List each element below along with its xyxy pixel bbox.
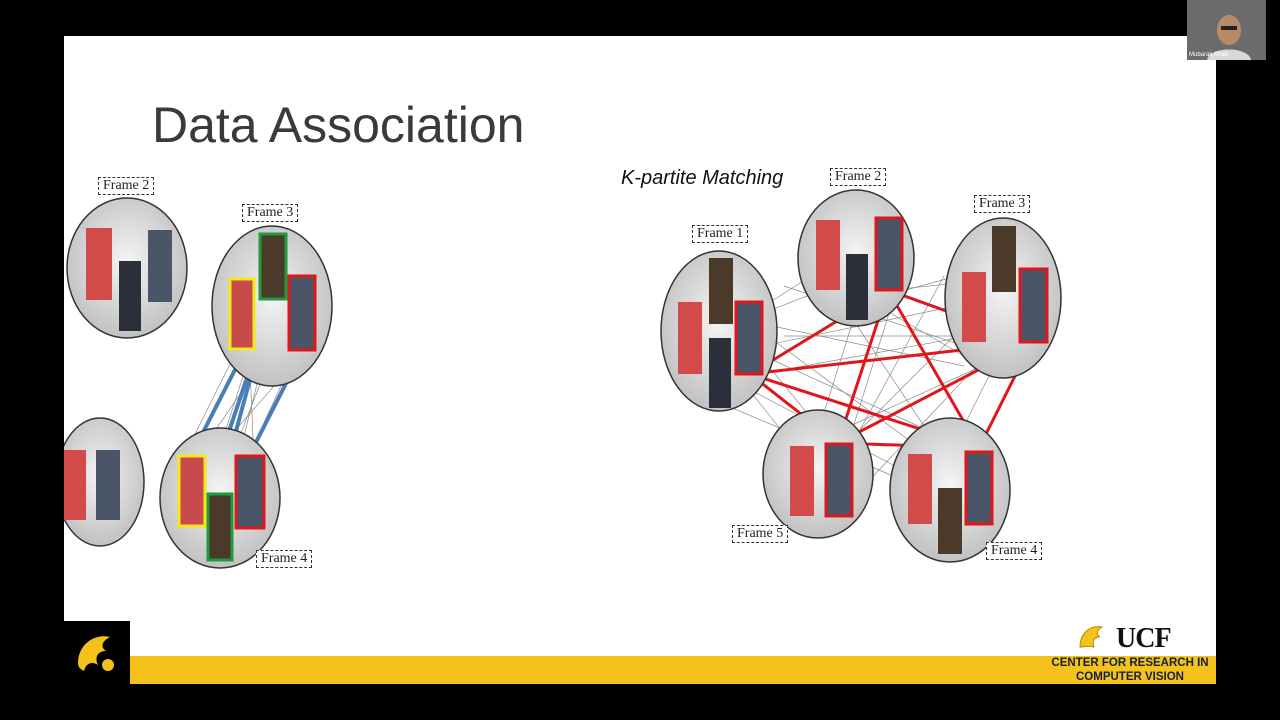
right-frame1-label: Frame 1 bbox=[692, 225, 749, 243]
ucf-logo-text: UCF bbox=[1116, 623, 1172, 654]
participant-name: Mubarak Shah bbox=[1189, 52, 1229, 58]
pegasus-logo bbox=[64, 621, 130, 684]
ucf-pegasus-icon bbox=[1079, 626, 1104, 648]
pegasus-icon bbox=[78, 636, 114, 671]
webcam-thumbnail[interactable]: Mubarak Shah bbox=[1187, 0, 1266, 60]
right-frame5-cloud bbox=[762, 409, 874, 539]
right-frame3-label: Frame 3 bbox=[974, 195, 1031, 213]
left-frame4-label: Frame 4 bbox=[256, 550, 313, 568]
footer-gold-bar bbox=[130, 656, 1216, 684]
k-partite-subtitle: K-partite Matching bbox=[621, 167, 784, 189]
presenter-video bbox=[1187, 0, 1266, 60]
slide-canvas: Data Association K-partite Matching bbox=[64, 36, 1216, 684]
crcv-label: CENTER FOR RESEARCH IN COMPUTER VISION bbox=[1044, 656, 1216, 684]
crcv-line1: CENTER FOR RESEARCH IN bbox=[1051, 657, 1209, 669]
right-frame5-label: Frame 5 bbox=[732, 525, 789, 543]
slide-title: Data Association bbox=[152, 97, 525, 153]
right-frame2-label: Frame 2 bbox=[830, 168, 887, 186]
right-frame4-label: Frame 4 bbox=[986, 542, 1043, 560]
crcv-line2: COMPUTER VISION bbox=[1076, 671, 1184, 683]
right-graph bbox=[660, 189, 1062, 563]
left-graph bbox=[64, 197, 333, 569]
association-figure bbox=[64, 189, 1062, 569]
left-frame3-label: Frame 3 bbox=[242, 204, 299, 222]
left-frame2-label: Frame 2 bbox=[98, 177, 155, 195]
